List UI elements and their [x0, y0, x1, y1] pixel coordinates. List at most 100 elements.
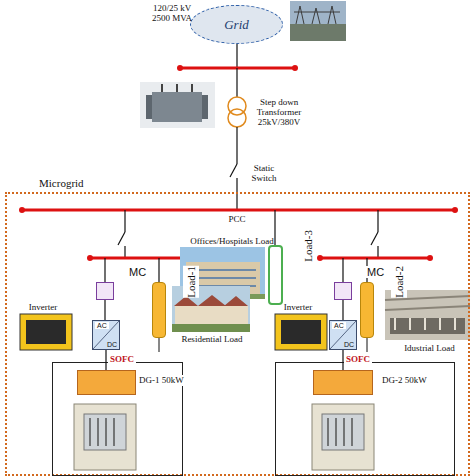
node-text: DG-1 50kW — [137, 375, 185, 386]
annotation-label: Inverter — [273, 302, 323, 312]
connection-wire — [342, 300, 343, 320]
grid-ellipse: Grid — [190, 5, 283, 44]
fuel-cell-box: SOFC — [77, 370, 136, 395]
node-text: Load-2 — [391, 266, 407, 298]
tank — [152, 92, 202, 122]
cell-stack — [90, 418, 114, 446]
wire — [236, 178, 237, 210]
connection-wire — [342, 350, 343, 370]
controller-box: MC — [96, 282, 114, 300]
annotation-label: Inverter — [18, 302, 68, 312]
bus-end — [292, 65, 298, 71]
controller-box: MC — [334, 282, 352, 300]
radiator — [202, 95, 208, 119]
bus-end — [427, 255, 433, 261]
wire — [377, 210, 378, 232]
node-text: MC — [127, 266, 148, 278]
feeder-bus — [320, 257, 430, 260]
node-text: SOFC — [108, 354, 136, 365]
converter-box: AC DC — [92, 320, 120, 350]
wire — [104, 258, 105, 282]
fuel-cell-box: SOFC — [313, 370, 373, 395]
node-text: Grid — [224, 17, 249, 33]
bus-end — [317, 255, 323, 261]
load-box: Load-1 — [152, 282, 166, 338]
inverter-photo — [20, 314, 72, 350]
wire — [236, 44, 237, 68]
inverter-photo — [275, 314, 327, 350]
annotation-label: Offices/Hospitals Load — [172, 236, 292, 246]
cabinet-window — [84, 414, 126, 450]
annotation-label: Residential Load — [172, 334, 252, 344]
inverter-panel — [281, 320, 321, 344]
cabinet — [74, 404, 136, 470]
annotation-label: 120/25 kV 2500 MVA — [148, 3, 196, 23]
wire — [377, 246, 378, 258]
annotation-label: Static Switch — [243, 163, 285, 183]
photo-bg — [140, 82, 215, 128]
node-text: SOFC — [344, 354, 372, 365]
bus-end — [452, 207, 458, 213]
annotation-label: Step down Transformer 25kV/380V — [248, 97, 310, 127]
inverter-body — [20, 314, 72, 350]
wire — [159, 338, 160, 352]
inverter-panel — [26, 320, 66, 344]
ground — [172, 324, 250, 332]
load-box: Load-2 — [360, 282, 374, 338]
transformer-photo — [140, 82, 215, 128]
diagonal-line — [93, 321, 119, 349]
annotation-label: PCC — [222, 214, 252, 224]
static-switch — [230, 164, 237, 177]
ceiling — [385, 296, 470, 310]
connection-wire — [105, 350, 106, 370]
node-text: AC — [95, 322, 109, 329]
diagonal-line — [330, 321, 356, 349]
annotation-label: Idustrial Load — [392, 343, 467, 353]
wire — [124, 210, 125, 232]
node-text: Load-1 — [183, 266, 199, 298]
bushings — [162, 84, 192, 92]
generator-unit: DG-2 50kW SOFC — [275, 362, 455, 476]
machines — [390, 318, 465, 334]
wire — [274, 210, 275, 245]
generator-unit: DG-1 50kWSOFC — [52, 362, 183, 476]
node-text: DC — [107, 341, 117, 348]
connection-wire — [104, 300, 105, 320]
fuel-cell-cabinet — [312, 404, 374, 470]
cabinet — [312, 404, 374, 470]
wire — [367, 338, 368, 352]
cell-stack — [328, 418, 352, 446]
wire — [236, 127, 237, 164]
cabinet-window — [322, 414, 364, 450]
converter-box: AC DC — [329, 320, 357, 350]
machine-rows — [395, 318, 455, 330]
node-text: DC — [344, 341, 354, 348]
inverter-body — [275, 314, 327, 350]
photo-bg — [290, 1, 346, 41]
bus-end — [19, 207, 25, 213]
node-text: Load-3 — [300, 230, 316, 262]
pcc-bus — [22, 209, 455, 212]
radiator — [146, 95, 152, 119]
wire — [236, 68, 237, 97]
bus-end — [177, 65, 183, 71]
breaker-switch — [371, 232, 378, 245]
bus-end — [87, 255, 93, 261]
wire — [342, 258, 343, 282]
windows — [190, 270, 256, 286]
substation-photo — [290, 1, 346, 41]
pylon-lines — [294, 6, 340, 24]
node-text: DG-2 50kW — [380, 375, 428, 386]
node-text: AC — [332, 322, 346, 329]
wire — [124, 246, 125, 258]
fuel-cell-cabinet — [74, 404, 136, 470]
breaker-switch — [118, 232, 125, 245]
houses — [175, 306, 248, 324]
node-text: Microgrid — [37, 177, 86, 189]
node-text: MC — [365, 266, 386, 278]
wire — [158, 258, 159, 282]
photo-ground — [290, 24, 346, 41]
load-box: Load-3 — [268, 245, 283, 305]
